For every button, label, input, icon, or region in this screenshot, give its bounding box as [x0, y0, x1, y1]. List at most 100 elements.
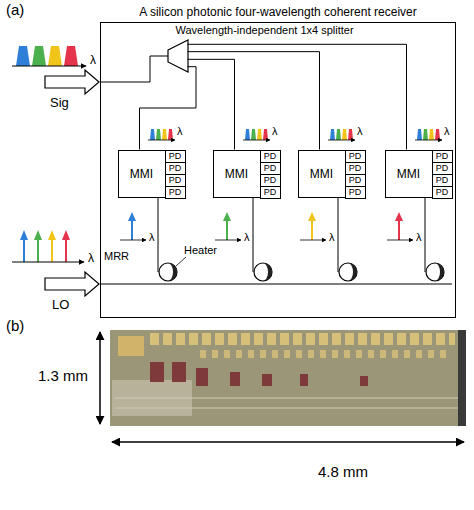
axis-label: λ [416, 231, 422, 243]
heater [263, 263, 272, 281]
pd-label: PD [349, 163, 362, 173]
pd-label: PD [436, 163, 449, 173]
waveguide-connector [188, 59, 235, 149]
dimension-label: 4.8 mm [318, 464, 368, 481]
photodiode-box: PD [432, 186, 453, 199]
waveguide-connector [188, 44, 407, 149]
pd-label: PD [349, 151, 362, 161]
chip-waveguide [115, 398, 458, 399]
lo-line-head [20, 230, 28, 240]
splitter-trapezoid [168, 40, 188, 72]
axis-label: λ [272, 125, 278, 137]
waveguide [425, 198, 426, 272]
waveguide-connector [188, 52, 320, 150]
lo-line-head [62, 230, 70, 240]
ring-resonator [426, 263, 444, 281]
pad-row [200, 350, 450, 358]
lo-line-head [48, 230, 56, 240]
signal-label: LO [52, 298, 69, 312]
dimension-arrow [112, 441, 464, 443]
spectrum-bar [48, 46, 62, 66]
title-text: A silicon photonic four-wavelength coher… [101, 5, 455, 19]
lo-line [23, 238, 25, 262]
heater [168, 263, 177, 281]
axis-label: λ [244, 231, 250, 243]
lo-line-head [128, 212, 136, 221]
pd-label: PD [264, 175, 277, 185]
chip-block [360, 376, 368, 386]
chip-block [196, 368, 208, 386]
mmi-label: MMI [310, 167, 333, 181]
wavelength-axis [387, 240, 413, 241]
pd-label: PD [169, 175, 182, 185]
pd-label: PD [436, 151, 449, 161]
lo-line [65, 238, 67, 262]
pd-label: PD [264, 163, 277, 173]
panel-label: (a) [6, 2, 24, 19]
splitter-shape: Wavelength-independent 1x4 splitter [168, 40, 188, 72]
dimension-arrow [99, 332, 101, 424]
lo-line [311, 220, 313, 240]
waveguide-connector [140, 67, 197, 150]
pd-label: PD [349, 187, 362, 197]
spectrum-bar [16, 46, 30, 66]
axis-label: λ [88, 252, 94, 265]
chip-block [262, 374, 272, 386]
lo-line-head [395, 212, 403, 221]
wavelength-axis [120, 240, 146, 241]
pd-label: PD [169, 163, 182, 173]
chip-pad [118, 336, 144, 356]
mmi-label: MMI [225, 167, 248, 181]
panel-label: (b) [6, 318, 24, 335]
lo-line-head [308, 212, 316, 221]
dimension-label: 1.3 mm [38, 368, 88, 385]
pd-label: PD [436, 175, 449, 185]
waveguide [100, 56, 168, 82]
lo-line [398, 220, 400, 240]
waveguide [253, 198, 254, 272]
wavelength-axis [215, 240, 241, 241]
heater [348, 263, 357, 281]
ring-resonator [254, 263, 272, 281]
splitter-outline [168, 40, 188, 72]
spectrum-bar [64, 46, 78, 66]
mmi-box: MMI [298, 150, 346, 198]
wavelength-axis [12, 66, 86, 67]
chip-edge [458, 330, 466, 426]
split-spectrum [148, 129, 175, 140]
photodiode-box: PD [260, 186, 281, 199]
lo-line [51, 238, 53, 262]
mmi-box: MMI [213, 150, 261, 198]
waveguide [338, 198, 339, 272]
mmi-label: MMI [130, 167, 153, 181]
wavelength-axis [300, 240, 326, 241]
waveguide [158, 198, 159, 272]
axis-label: λ [444, 125, 450, 137]
lo-line [131, 220, 133, 240]
bus-waveguide [100, 284, 452, 285]
axis-label: λ [90, 54, 96, 67]
ring-resonator [159, 263, 177, 281]
splitter-label: Wavelength-independent 1x4 splitter [176, 24, 354, 36]
lo-line-head [223, 212, 231, 221]
leader-line [176, 257, 186, 266]
chip-photo [110, 330, 466, 426]
wavelength-axis [12, 262, 84, 263]
chip-block [300, 374, 308, 386]
part-label: Heater [184, 244, 217, 256]
input-arrow [45, 70, 99, 94]
chip-block [150, 362, 164, 382]
pd-label: PD [264, 187, 277, 197]
receiver-frame: A silicon photonic four-wavelength coher… [100, 22, 456, 318]
chip-block [172, 362, 186, 382]
axis-label: λ [149, 231, 155, 243]
axis-label: λ [357, 125, 363, 137]
chip-block [230, 372, 240, 386]
spectrum-bar [32, 46, 46, 66]
lo-line [226, 220, 228, 240]
mmi-box: MMI [118, 150, 166, 198]
axis-label: λ [329, 231, 335, 243]
mmi-box: MMI [385, 150, 433, 198]
